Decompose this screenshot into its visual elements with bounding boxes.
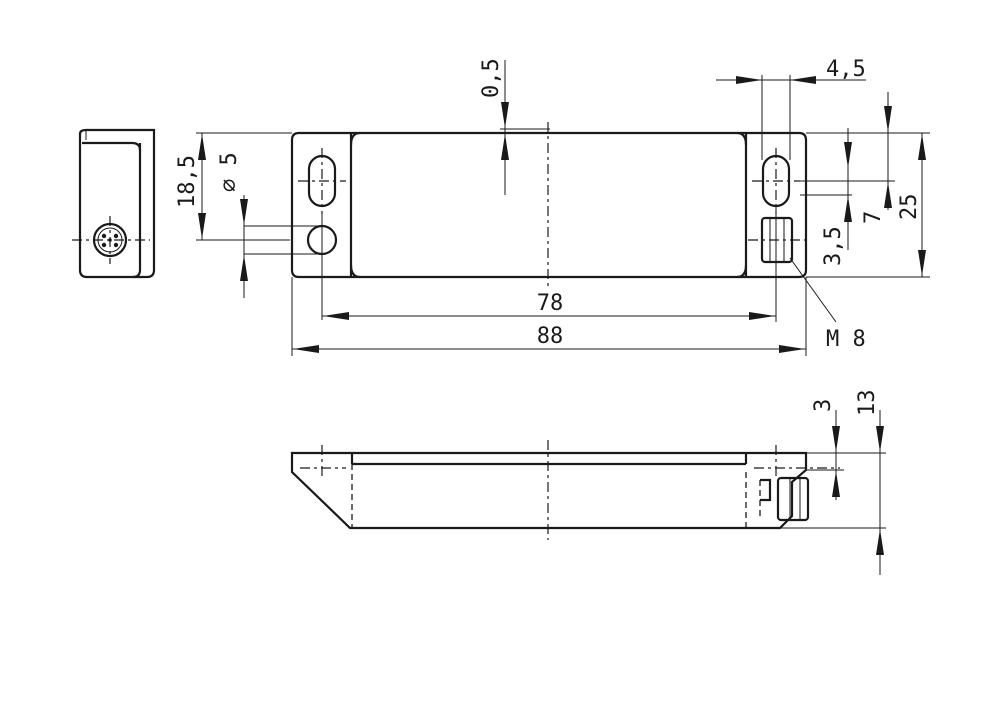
dim-label-13: 13 — [855, 390, 880, 417]
arrowhead — [198, 134, 206, 160]
arrowhead — [501, 102, 509, 128]
dim-label-78: 78 — [537, 291, 564, 316]
top-view-corner — [736, 264, 748, 279]
top-view-corner — [349, 131, 361, 146]
arrowhead — [779, 345, 805, 353]
dim-label-25: 25 — [897, 194, 922, 221]
top-view-outline — [290, 131, 808, 279]
arrowhead — [832, 471, 840, 497]
dim-label-3-5: 3,5 — [821, 226, 846, 266]
arrowhead — [240, 199, 248, 225]
dimension-lines — [196, 60, 930, 575]
arrowhead — [884, 182, 892, 208]
arrowhead — [790, 76, 816, 84]
side-view-top-edge — [82, 141, 142, 151]
side-view-body — [78, 128, 156, 279]
connector-hidden — [760, 478, 772, 502]
leader-line — [789, 257, 837, 323]
dim-label-dia-5: ⌀ 5 — [217, 152, 242, 192]
arrowhead — [844, 196, 852, 222]
connector-pin — [101, 233, 107, 239]
dim-label-m8: M 8 — [826, 327, 866, 352]
connector-pin — [113, 242, 119, 248]
front-view-outline — [290, 451, 808, 530]
side-view-inner-edge — [132, 143, 142, 279]
arrowhead — [749, 312, 775, 320]
front-view-connector — [776, 476, 810, 522]
arrowhead — [918, 250, 926, 276]
arrowhead — [240, 255, 248, 281]
arrowhead — [198, 213, 206, 239]
arrowhead — [832, 426, 840, 452]
arrowhead — [844, 142, 852, 168]
connector-pin — [101, 242, 107, 248]
top-view-corner — [349, 264, 361, 279]
dim-label-0-5: 0,5 — [479, 58, 504, 98]
dim-label-88: 88 — [537, 324, 564, 349]
arrowhead — [884, 106, 892, 132]
arrowhead — [876, 529, 884, 555]
side-view — [72, 128, 156, 279]
arrowhead — [736, 76, 762, 84]
dim-label-18-5: 18,5 — [175, 155, 200, 208]
dim-label-4-5: 4,5 — [826, 57, 866, 82]
dim-label-3: 3 — [811, 399, 836, 412]
dimension-labels: 0,5 4,5 18,5 ⌀ 5 25 7 3,5 78 88 M 8 3 13 — [175, 57, 922, 416]
arrowhead — [501, 134, 509, 160]
arrowhead — [293, 345, 319, 353]
dim-label-7: 7 — [861, 211, 886, 224]
top-view-corner — [736, 131, 748, 146]
connector-pin — [113, 233, 119, 239]
arrowhead — [323, 312, 349, 320]
arrowhead — [876, 426, 884, 452]
arrowhead — [918, 134, 926, 160]
front-view — [290, 440, 840, 540]
